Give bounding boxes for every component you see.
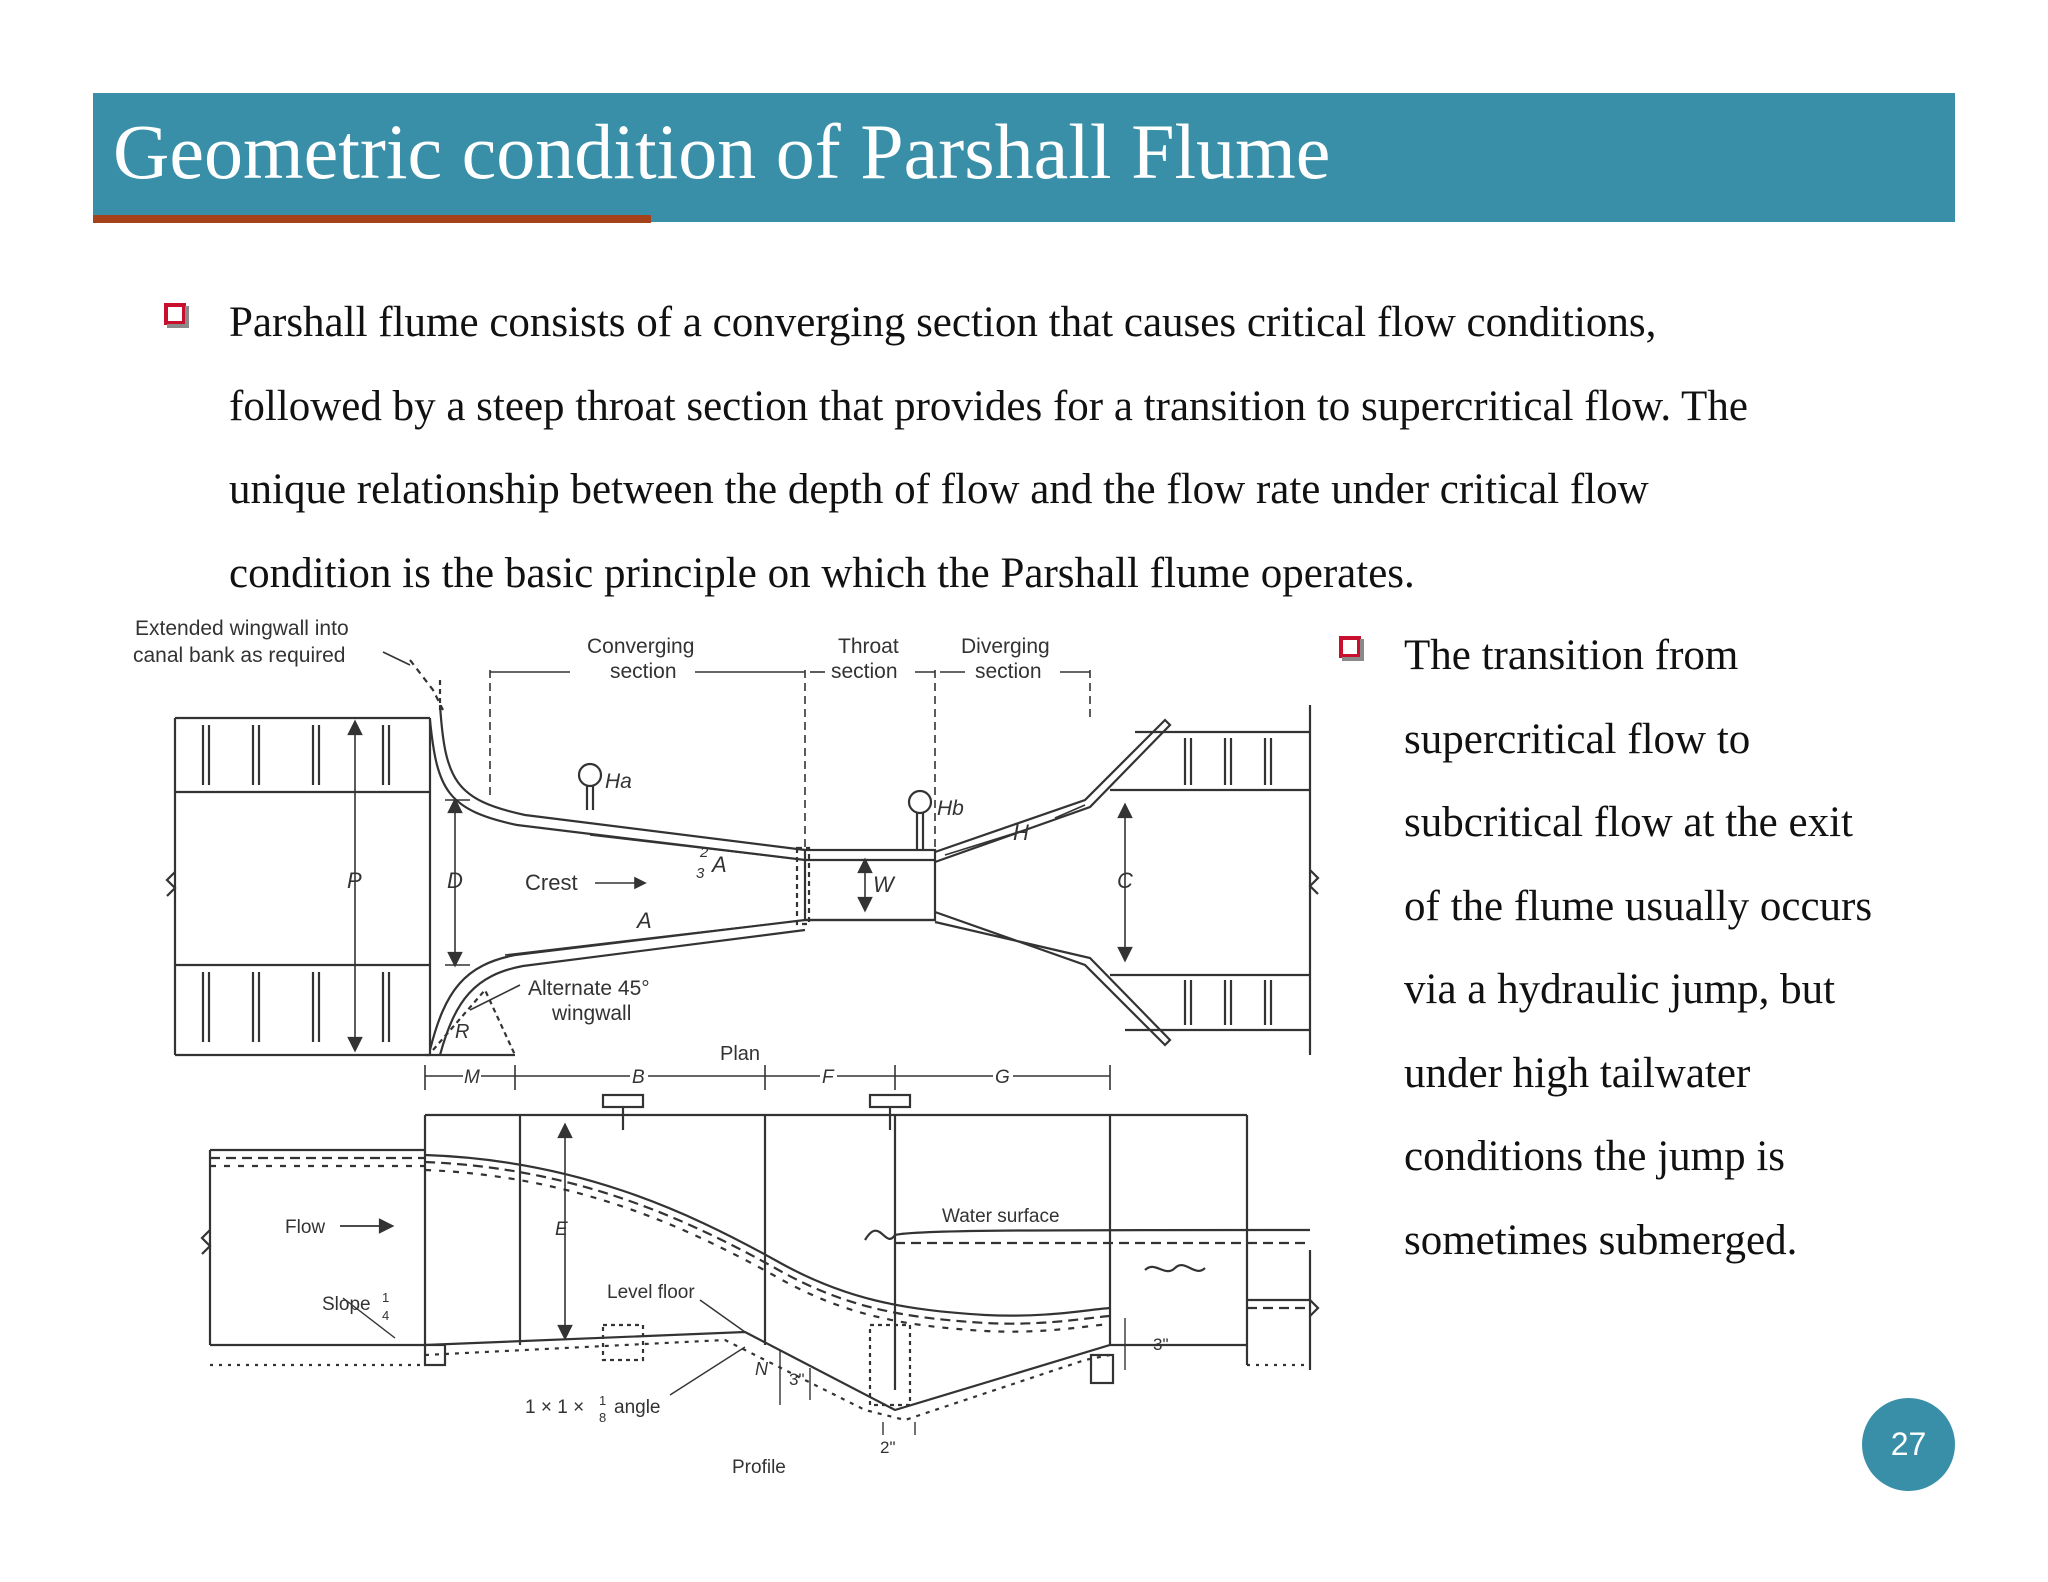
downstream-canal (1110, 705, 1320, 1055)
label-slope-num: 1 (382, 1290, 389, 1305)
label-profile: Profile (732, 1457, 786, 1478)
label-e: E (555, 1219, 568, 1240)
text-line: under high tailwater (1404, 1049, 1751, 1097)
slide-title: Geometric condition of Parshall Flume (113, 108, 1331, 195)
label-slope-den: 4 (382, 1308, 389, 1323)
label-f: F (822, 1067, 835, 1088)
label-throat-section: section (831, 660, 898, 683)
text-line: Parshall flume consists of a converging … (229, 299, 1657, 346)
label-angle-num: 1 (599, 1393, 606, 1408)
text-line: of the flume usually occurs (1404, 882, 1873, 930)
text-line: unique relationship between the depth of… (229, 466, 1649, 513)
label-g: G (995, 1067, 1010, 1088)
label-angle-den: 8 (599, 1410, 606, 1425)
label-d: D (447, 868, 463, 893)
text-line: supercritical flow to (1404, 715, 1751, 763)
label-m: M (464, 1067, 480, 1088)
label-plan: Plan (720, 1043, 760, 1065)
label-ha: Ha (605, 770, 632, 793)
label-diverging-section: Diverging (961, 635, 1050, 658)
label-3-inch: 3" (789, 1370, 805, 1389)
label-throat-section: Throat (838, 635, 899, 658)
label-p: P (347, 868, 362, 893)
throat-section (795, 846, 937, 926)
text-line: via a hydraulic jump, but (1404, 966, 1836, 1013)
label-a: A (710, 852, 727, 877)
label-2-inch: 2" (880, 1438, 896, 1457)
label-wingwall-note: Extended wingwall into (135, 617, 349, 640)
bottom-dimension-line (424, 1065, 1111, 1090)
label-c: C (1117, 868, 1133, 893)
checkbox-bullet-icon (1339, 636, 1364, 661)
text-line: condition is the basic principle on whic… (229, 549, 1415, 597)
title-bar: Geometric condition of Parshall Flume (93, 93, 1955, 222)
text-line: subcritical flow at the exit (1404, 799, 1853, 846)
label-fraction-den: 3 (696, 865, 705, 882)
label-fraction-num: 2 (699, 844, 709, 861)
label-3-inch: 3" (1153, 1335, 1169, 1354)
label-crest: Crest (525, 870, 578, 895)
label-h: H (1013, 820, 1029, 845)
parshall-flume-diagram: Extended wingwall into canal bank as req… (125, 610, 1325, 1495)
upstream-canal (165, 716, 432, 1057)
dimension-leaders (469, 804, 1086, 1011)
label-angle: 1 × 1 × (525, 1397, 584, 1418)
label-angle: angle (614, 1397, 661, 1418)
text-line: conditions the jump is (1404, 1133, 1786, 1180)
label-flow: Flow (285, 1217, 325, 1238)
label-alternate-wingwall: wingwall (551, 1002, 631, 1025)
converging-section-walls (409, 659, 806, 1057)
label-diverging-section: section (975, 660, 1042, 683)
label-level-floor: Level floor (607, 1282, 695, 1303)
label-alternate-wingwall: Alternate 45° (528, 977, 650, 1000)
text-line: sometimes submerged. (1404, 1216, 1798, 1264)
label-b: B (632, 1067, 645, 1088)
page-number-badge: 27 (1862, 1398, 1955, 1491)
label-hb: Hb (937, 797, 964, 820)
bullet-2-text: The transition from supercritical flow t… (1404, 614, 1872, 1282)
label-a: A (635, 908, 652, 933)
title-accent-bar (93, 215, 651, 223)
text-line: followed by a steep throat section that … (229, 382, 1748, 430)
diagram-labels: Extended wingwall into canal bank as req… (133, 617, 1169, 1478)
text-line: The transition from (1404, 632, 1739, 679)
label-n: N (755, 1359, 769, 1379)
profile-structure (200, 1093, 1320, 1435)
bullet-1-text: Parshall flume consists of a converging … (229, 281, 1748, 615)
diverging-section-walls (934, 718, 1172, 1047)
gauge-wells (577, 762, 933, 850)
label-converging-section: Converging (587, 635, 694, 658)
checkbox-bullet-icon (164, 303, 189, 328)
label-water-surface: Water surface (942, 1206, 1060, 1227)
label-slope: Slope (322, 1294, 371, 1315)
label-r: R (455, 1021, 469, 1043)
label-w: W (873, 872, 896, 897)
label-converging-section: section (610, 660, 677, 683)
label-wingwall-note: canal bank as required (133, 644, 345, 667)
section-dimension-lines (382, 651, 1091, 848)
